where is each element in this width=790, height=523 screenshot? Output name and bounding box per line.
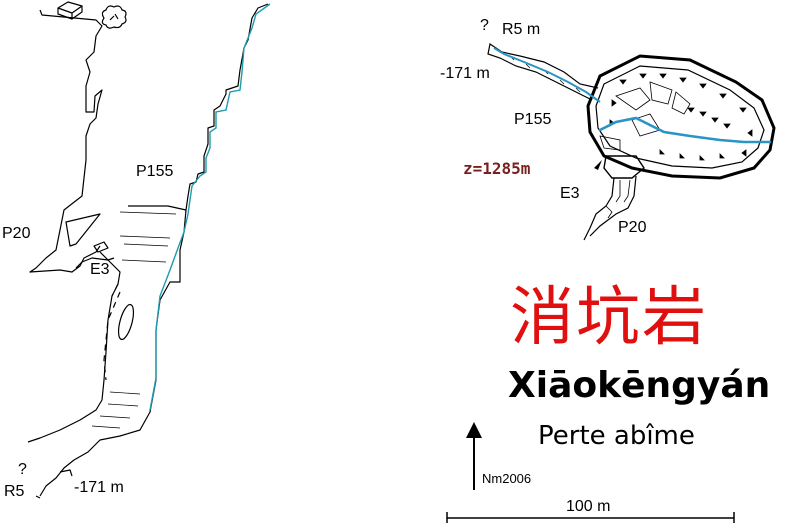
p20-lower-wall: [75, 257, 115, 269]
north-arrow-icon: [466, 422, 482, 490]
vegetation-icon: [101, 5, 127, 29]
pinyin-title: Xiāokēngyán: [508, 365, 771, 406]
dashed-boundary: [111, 283, 119, 297]
label-p155-elevation: P155: [136, 163, 174, 180]
water-stream-plan: [598, 116, 772, 144]
rock-inner: [65, 213, 101, 247]
label-altitude: z=1285m: [463, 159, 531, 178]
label-e3-elevation: E3: [90, 261, 110, 278]
scale-label: 100 m: [566, 498, 611, 515]
shaft-left-wall: [27, 251, 121, 443]
plan-upstream-passage: [487, 43, 599, 101]
label-depth-plan: -171 m: [440, 65, 490, 82]
water-stream-plan-upstream: [493, 47, 601, 103]
altitude-arrow-icon: [594, 160, 602, 170]
label-p155-plan: P155: [514, 111, 552, 128]
shaft-mouth: [603, 155, 645, 179]
inner-rock-blocks: [599, 81, 691, 151]
label-question-elevation: ?: [18, 461, 27, 478]
plan-lower-passage-inner: [605, 179, 631, 219]
elevation-profile: [27, 1, 269, 499]
label-r5-elevation: R5: [4, 483, 25, 500]
label-p20-elevation: P20: [2, 225, 31, 242]
label-question-plan: ?: [480, 17, 489, 34]
doline-outline: [586, 54, 776, 180]
entrance-block: [57, 1, 83, 20]
plan-lower-passage: [583, 175, 637, 241]
oval-boulder: [117, 303, 135, 341]
slope-marks: [609, 73, 753, 161]
water-stream-elevation: [149, 3, 271, 411]
label-depth-elevation: -171 m: [74, 479, 124, 496]
label-e3-plan: E3: [560, 185, 580, 202]
doline-inner-outline: [595, 65, 765, 169]
scale-bar: [446, 512, 735, 523]
e3-marker: [93, 241, 109, 253]
subtitle: Perte abîme: [538, 421, 695, 451]
plan-view: [487, 43, 776, 241]
ledge-lines: [119, 211, 177, 263]
credit: Nm2006: [482, 471, 532, 486]
entrance-passage-left-wall: [29, 9, 103, 273]
shaft-right-wall: [39, 209, 187, 497]
sump-end: [35, 469, 73, 499]
label-r5-plan: R5 m: [502, 21, 541, 38]
dashed-boundary-left: [103, 291, 121, 381]
floor-hatching: [91, 391, 141, 429]
chinese-title: 消坑岩: [510, 281, 708, 355]
label-p20-plan: P20: [618, 219, 647, 236]
